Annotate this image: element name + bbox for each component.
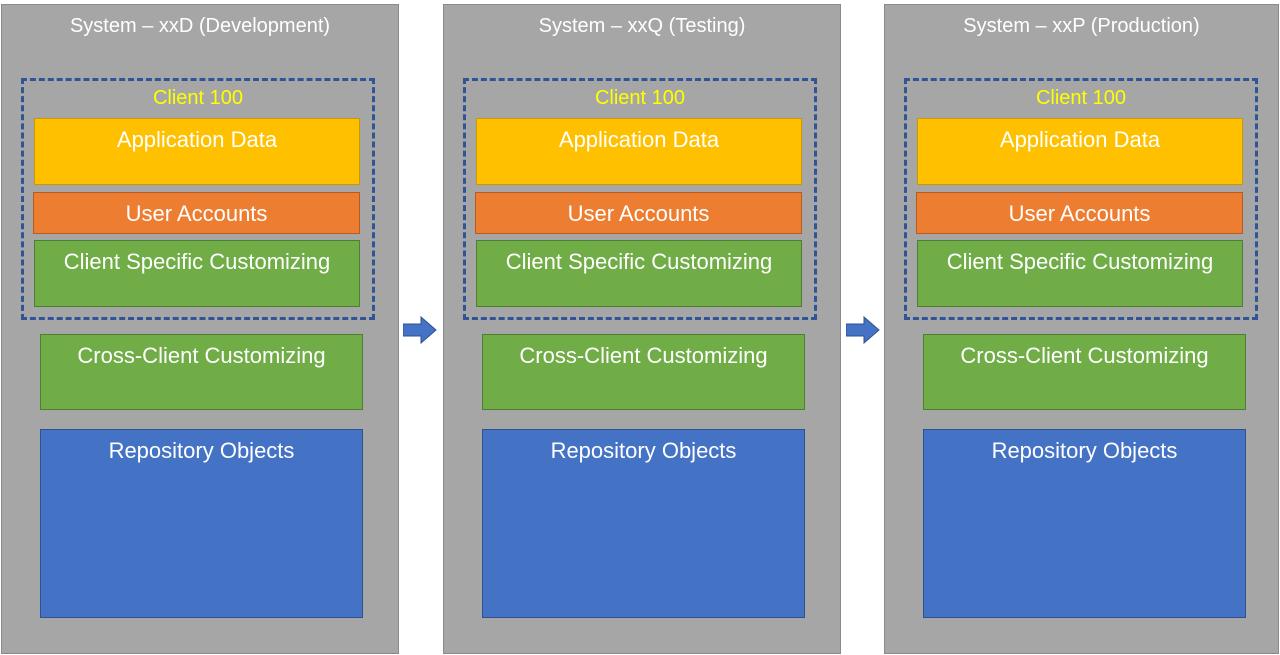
application-data-block: Application Data: [34, 118, 360, 185]
system-testing: System – xxQ (Testing) Client 100 Applic…: [443, 4, 841, 654]
system-title: System – xxP (Production): [963, 15, 1200, 37]
system-title: System – xxD (Development): [69, 15, 331, 37]
client-specific-customizing-block: Client Specific Customizing: [917, 240, 1243, 307]
user-accounts-block: User Accounts: [916, 192, 1243, 234]
user-accounts-block: User Accounts: [33, 192, 360, 234]
system-production: System – xxP (Production) Client 100 App…: [884, 4, 1279, 654]
client-boundary: [21, 78, 375, 320]
cross-client-customizing-block: Cross-Client Customizing: [482, 334, 805, 410]
repository-objects-block: Repository Objects: [40, 429, 363, 618]
right-arrow-icon: [846, 316, 880, 344]
right-arrow-icon: [403, 316, 437, 344]
application-data-block: Application Data: [917, 118, 1243, 185]
cross-client-customizing-block: Cross-Client Customizing: [923, 334, 1246, 410]
client-boundary: [463, 78, 817, 320]
client-boundary: [904, 78, 1258, 320]
client-label: Client 100: [152, 87, 244, 109]
repository-objects-block: Repository Objects: [923, 429, 1246, 618]
cross-client-customizing-block: Cross-Client Customizing: [40, 334, 363, 410]
client-label: Client 100: [594, 87, 686, 109]
client-label: Client 100: [1035, 87, 1127, 109]
system-title: System – xxQ (Testing): [538, 15, 746, 37]
client-specific-customizing-block: Client Specific Customizing: [476, 240, 802, 307]
system-development: System – xxD (Development) Client 100 Ap…: [1, 4, 399, 654]
user-accounts-block: User Accounts: [475, 192, 802, 234]
client-specific-customizing-block: Client Specific Customizing: [34, 240, 360, 307]
repository-objects-block: Repository Objects: [482, 429, 805, 618]
application-data-block: Application Data: [476, 118, 802, 185]
